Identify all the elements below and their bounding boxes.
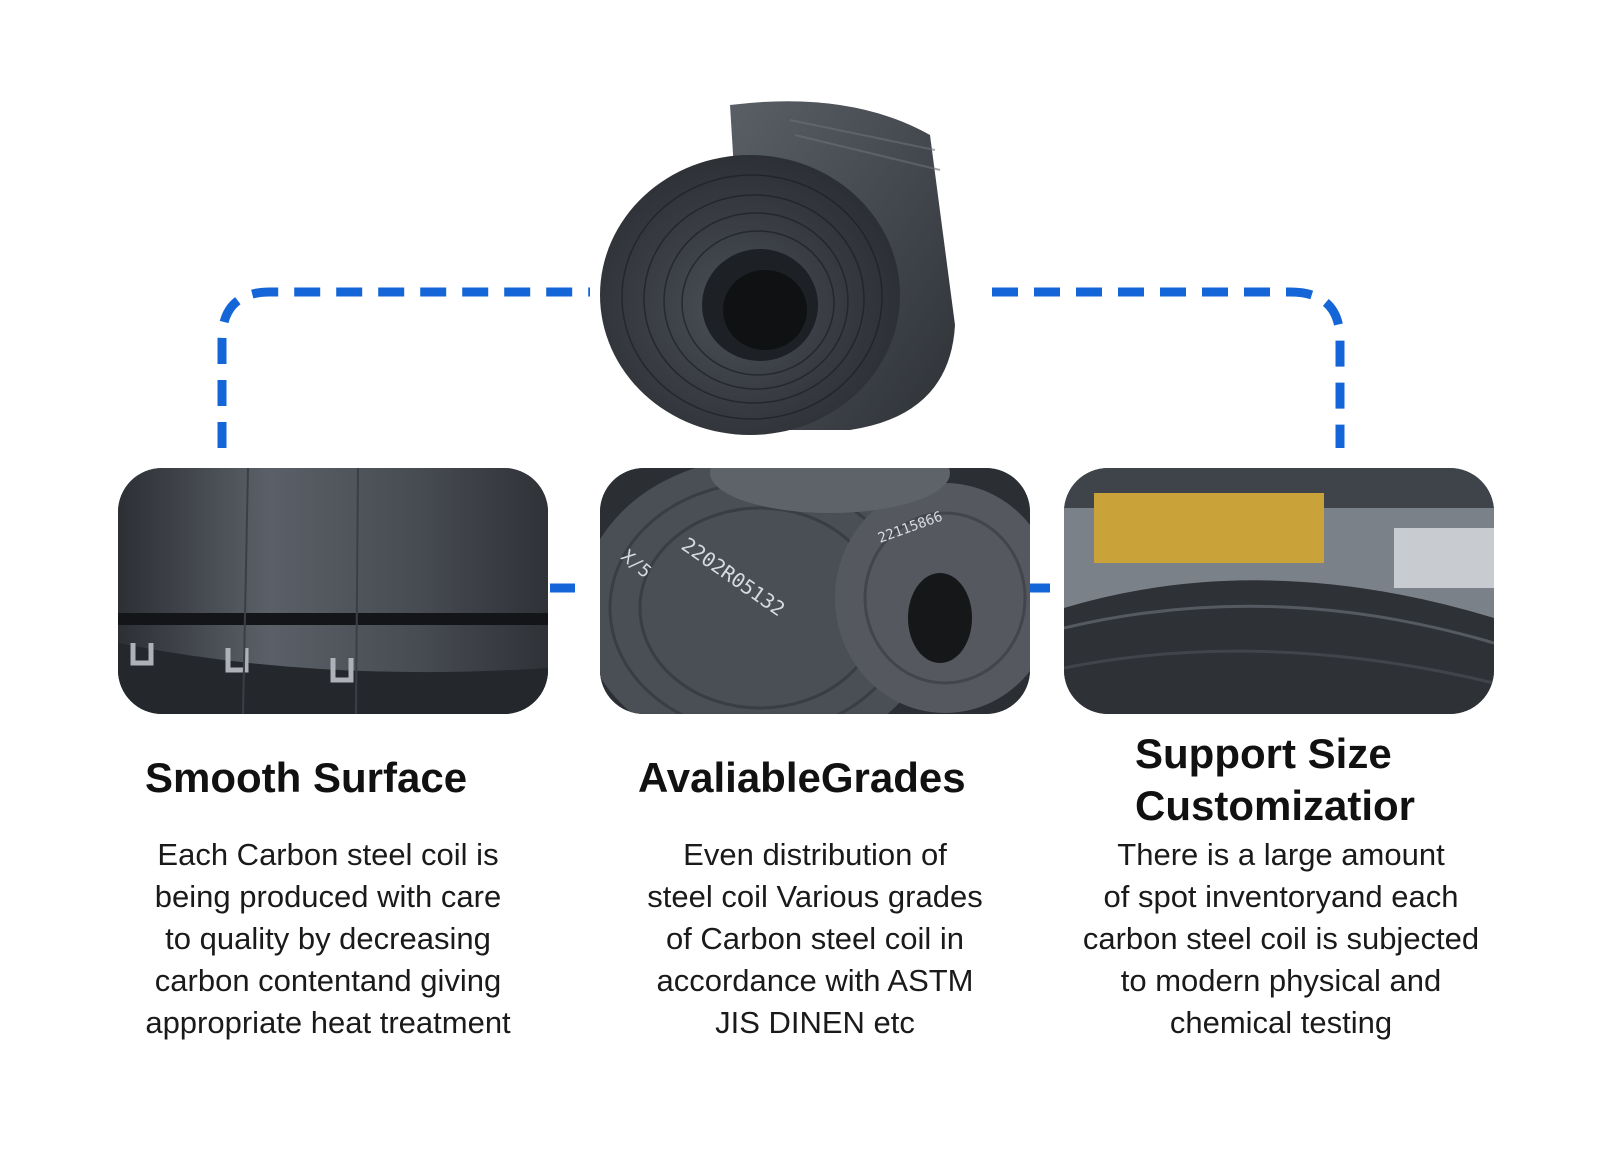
feature-description-available-grades: Even distribution of steel coil Various …: [647, 837, 983, 1040]
steel-coil-hero-image: [600, 101, 955, 435]
feature-description-smooth-surface: Each Carbon steel coil is being produced…: [145, 837, 511, 1040]
feature-description-size-customization: There is a large amount of spot inventor…: [1082, 837, 1480, 1040]
available-grades-coils-photo: 2202R05132 X/5 22115866: [600, 468, 1030, 714]
feature-title-size-customization: Support Size Customizatior: [1135, 730, 1416, 829]
size-customization-factory-photo: [1064, 468, 1494, 714]
feature-title-available-grades: AvaliableGrades: [638, 754, 966, 801]
feature-title-smooth-surface: Smooth Surface: [145, 754, 468, 801]
smooth-surface-coil-photo: [118, 468, 548, 714]
